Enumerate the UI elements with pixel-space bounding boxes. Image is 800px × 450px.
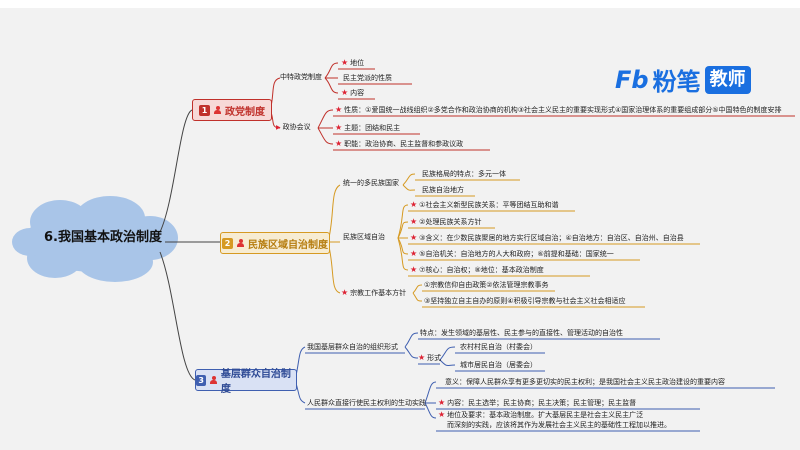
cppcc-node: ▶政协会议 [276, 123, 311, 131]
section-number-badge: 3 [196, 374, 207, 386]
star-icon: ★ [335, 105, 343, 114]
ethnic-pattern: 民族格局的特点：多元一体 [422, 170, 506, 178]
party-item-content: ★内容 [341, 88, 365, 97]
section-label: 基层群众自治制度 [220, 369, 291, 395]
section-label: 民族区域自治制度 [248, 239, 328, 251]
star-icon: ★ [335, 139, 343, 148]
person-icon [237, 238, 244, 248]
regional-item-5: ★⑦核心：自治权；⑧地位：基本政治制度 [410, 265, 544, 274]
regional-item-2: ★②处理民族关系方针 [410, 217, 482, 226]
ethnic-autonomous-areas: 民族自治地方 [422, 186, 464, 194]
star-icon: ★ [341, 88, 349, 97]
party-system-node: 中特政党制度 [280, 73, 322, 81]
party-item-status: ★地位 [341, 58, 365, 67]
unified-nation-node: 统一的多民族国家 [343, 179, 399, 187]
star-icon: ▶ [276, 124, 281, 131]
section-number-badge: 1 [199, 104, 210, 116]
section-label: 政党制度 [225, 106, 265, 118]
regional-item-3: ★③含义：在少数民族聚居的地方实行区域自治；④自治地方：自治区、自治州、自治县 [410, 233, 684, 242]
section-number-badge: 2 [222, 237, 233, 249]
star-icon: ★ [410, 217, 418, 226]
title-cloud-shape [12, 196, 178, 282]
star-icon: ★ [410, 249, 418, 258]
star-icon: ★ [410, 233, 418, 242]
star-icon: ★ [410, 200, 418, 209]
star-icon: ★ [438, 410, 446, 419]
person-icon [214, 105, 221, 115]
regional-item-4: ★⑤自治机关：自治地方的人大和政府；⑥前提和基础：国家统一 [410, 249, 614, 258]
rural-autonomy: 农村村民自治（村委会） [460, 343, 537, 351]
logo-fb-mark: Fb [615, 65, 649, 94]
grassroots-forms-label: ★形式 [418, 353, 442, 362]
map-title: 6.我国基本政治制度 [44, 230, 162, 245]
star-icon: ★ [335, 123, 343, 132]
star-icon: ★ [410, 265, 418, 274]
party-item-nature: 民主党派的性质 [343, 74, 392, 82]
cppcc-theme: ★主题：团结和民主 [335, 123, 401, 132]
urban-autonomy: 城市居民自治（居委会） [460, 361, 537, 369]
practice-significance: 意义：保障人民群众享有更多更切实的民主权利；是我国社会主义民主政治建设的重要内容 [445, 378, 725, 386]
regional-autonomy-node: 民族区域自治 [343, 233, 385, 241]
practice-status-line2: 而深刻的实践，应该将其作为发展社会主义民主的基础性工程加以推进。 [447, 421, 671, 429]
section-party-system: 1 政党制度 [192, 99, 272, 121]
star-icon: ★ [438, 398, 446, 407]
practice-status-line1: ★地位及要求：基本政治制度。扩大基层民主是社会主义民主广泛 [438, 410, 644, 419]
person-icon [210, 375, 217, 385]
practice-content: ★内容：民主选举；民主协商；民主决策；民主管理；民主监督 [438, 398, 637, 407]
brand-logo: Fb 粉笔 教师 [615, 62, 751, 97]
section-grassroots-autonomy: 3 基层群众自治制度 [195, 369, 297, 395]
regional-item-1: ★①社会主义新型民族关系：平等团结互助和谐 [410, 200, 559, 209]
logo-brand-text: 粉笔 [652, 68, 701, 96]
grassroots-form-node: 我国基层群众自治的组织形式 [307, 343, 398, 351]
grassroots-practice-node: 人民群众直接行使民主权利的生动实践 [307, 399, 426, 407]
grassroots-traits: 特点：发生领域的基层性、民主参与的直接性、管理活动的自治性 [420, 329, 623, 337]
star-icon: ★ [341, 58, 349, 67]
religion-policy-node: ★宗教工作基本方针 [341, 288, 407, 297]
section-ethnic-autonomy: 2 民族区域自治制度 [220, 232, 330, 254]
star-icon: ★ [341, 288, 349, 297]
cppcc-nature: ★性质：①爱国统一战线组织②多党合作和政治协商的机构③社会主义民主的重要实现形式… [335, 105, 782, 114]
religion-item-2: ③坚持独立自主自办的原则④积极引导宗教与社会主义社会相适应 [424, 297, 626, 305]
logo-tag: 教师 [704, 65, 751, 94]
cppcc-functions: ★职能：政治协商、民主监督和参政议政 [335, 139, 464, 148]
star-icon: ★ [418, 353, 426, 362]
religion-item-1: ①宗教信仰自由政策②依法管理宗教事务 [424, 281, 549, 289]
